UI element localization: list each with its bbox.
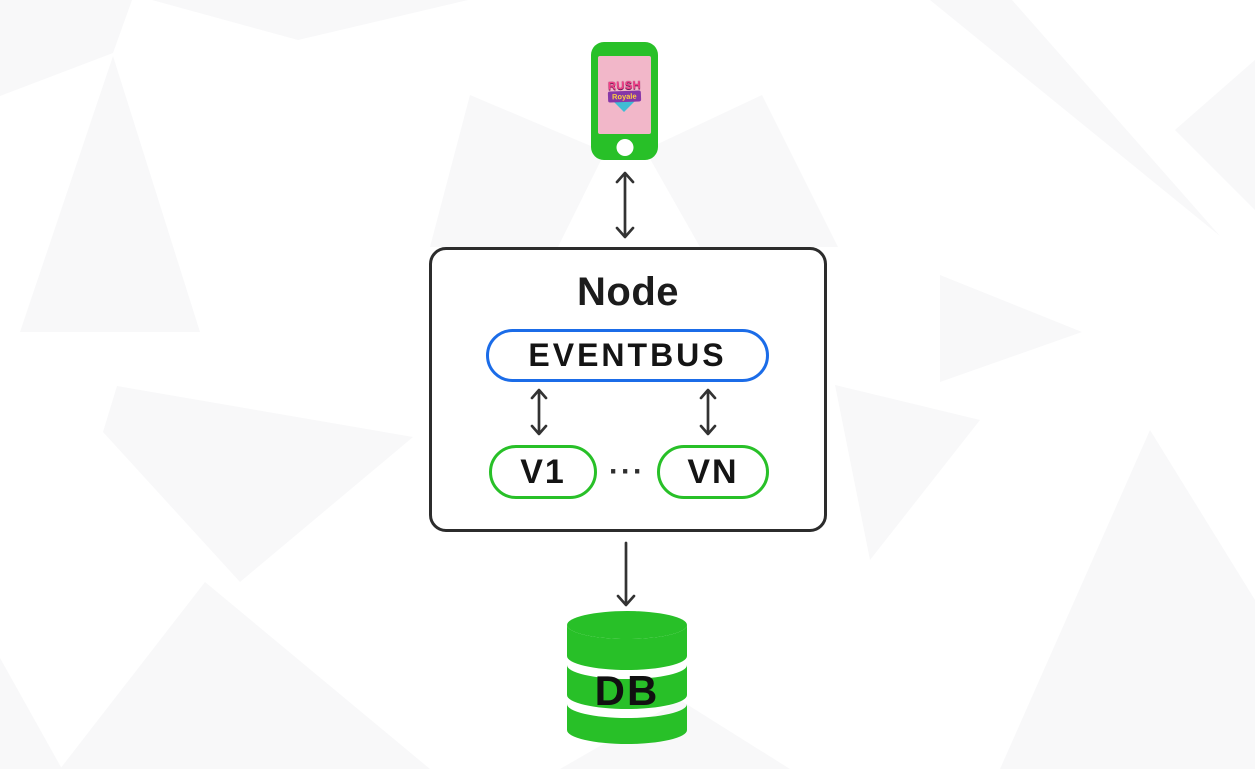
worker-v1-label: V1 — [520, 452, 566, 491]
workers-ellipsis: ··· — [609, 455, 645, 488]
logo-shield-icon — [613, 100, 636, 112]
node-title: Node — [577, 270, 679, 314]
worker-pill-vn: VN — [657, 445, 769, 499]
phone-screen: RUSH Royale — [598, 56, 651, 134]
logo-banner-text: Royale — [608, 89, 641, 103]
worker-vn-label: VN — [687, 452, 739, 491]
eventbus-pill: EVENTBUS — [486, 329, 769, 382]
smartphone-icon: RUSH Royale — [591, 42, 658, 160]
worker-pill-v1: V1 — [489, 445, 597, 499]
database-cylinder-icon: DB — [565, 610, 689, 748]
database-label: DB — [594, 667, 660, 714]
eventbus-label: EVENTBUS — [528, 337, 727, 373]
rush-royale-logo: RUSH Royale — [608, 79, 641, 112]
node-container: Node EVENTBUS V1 ··· VN — [429, 247, 827, 532]
phone-home-button-icon — [616, 139, 633, 156]
